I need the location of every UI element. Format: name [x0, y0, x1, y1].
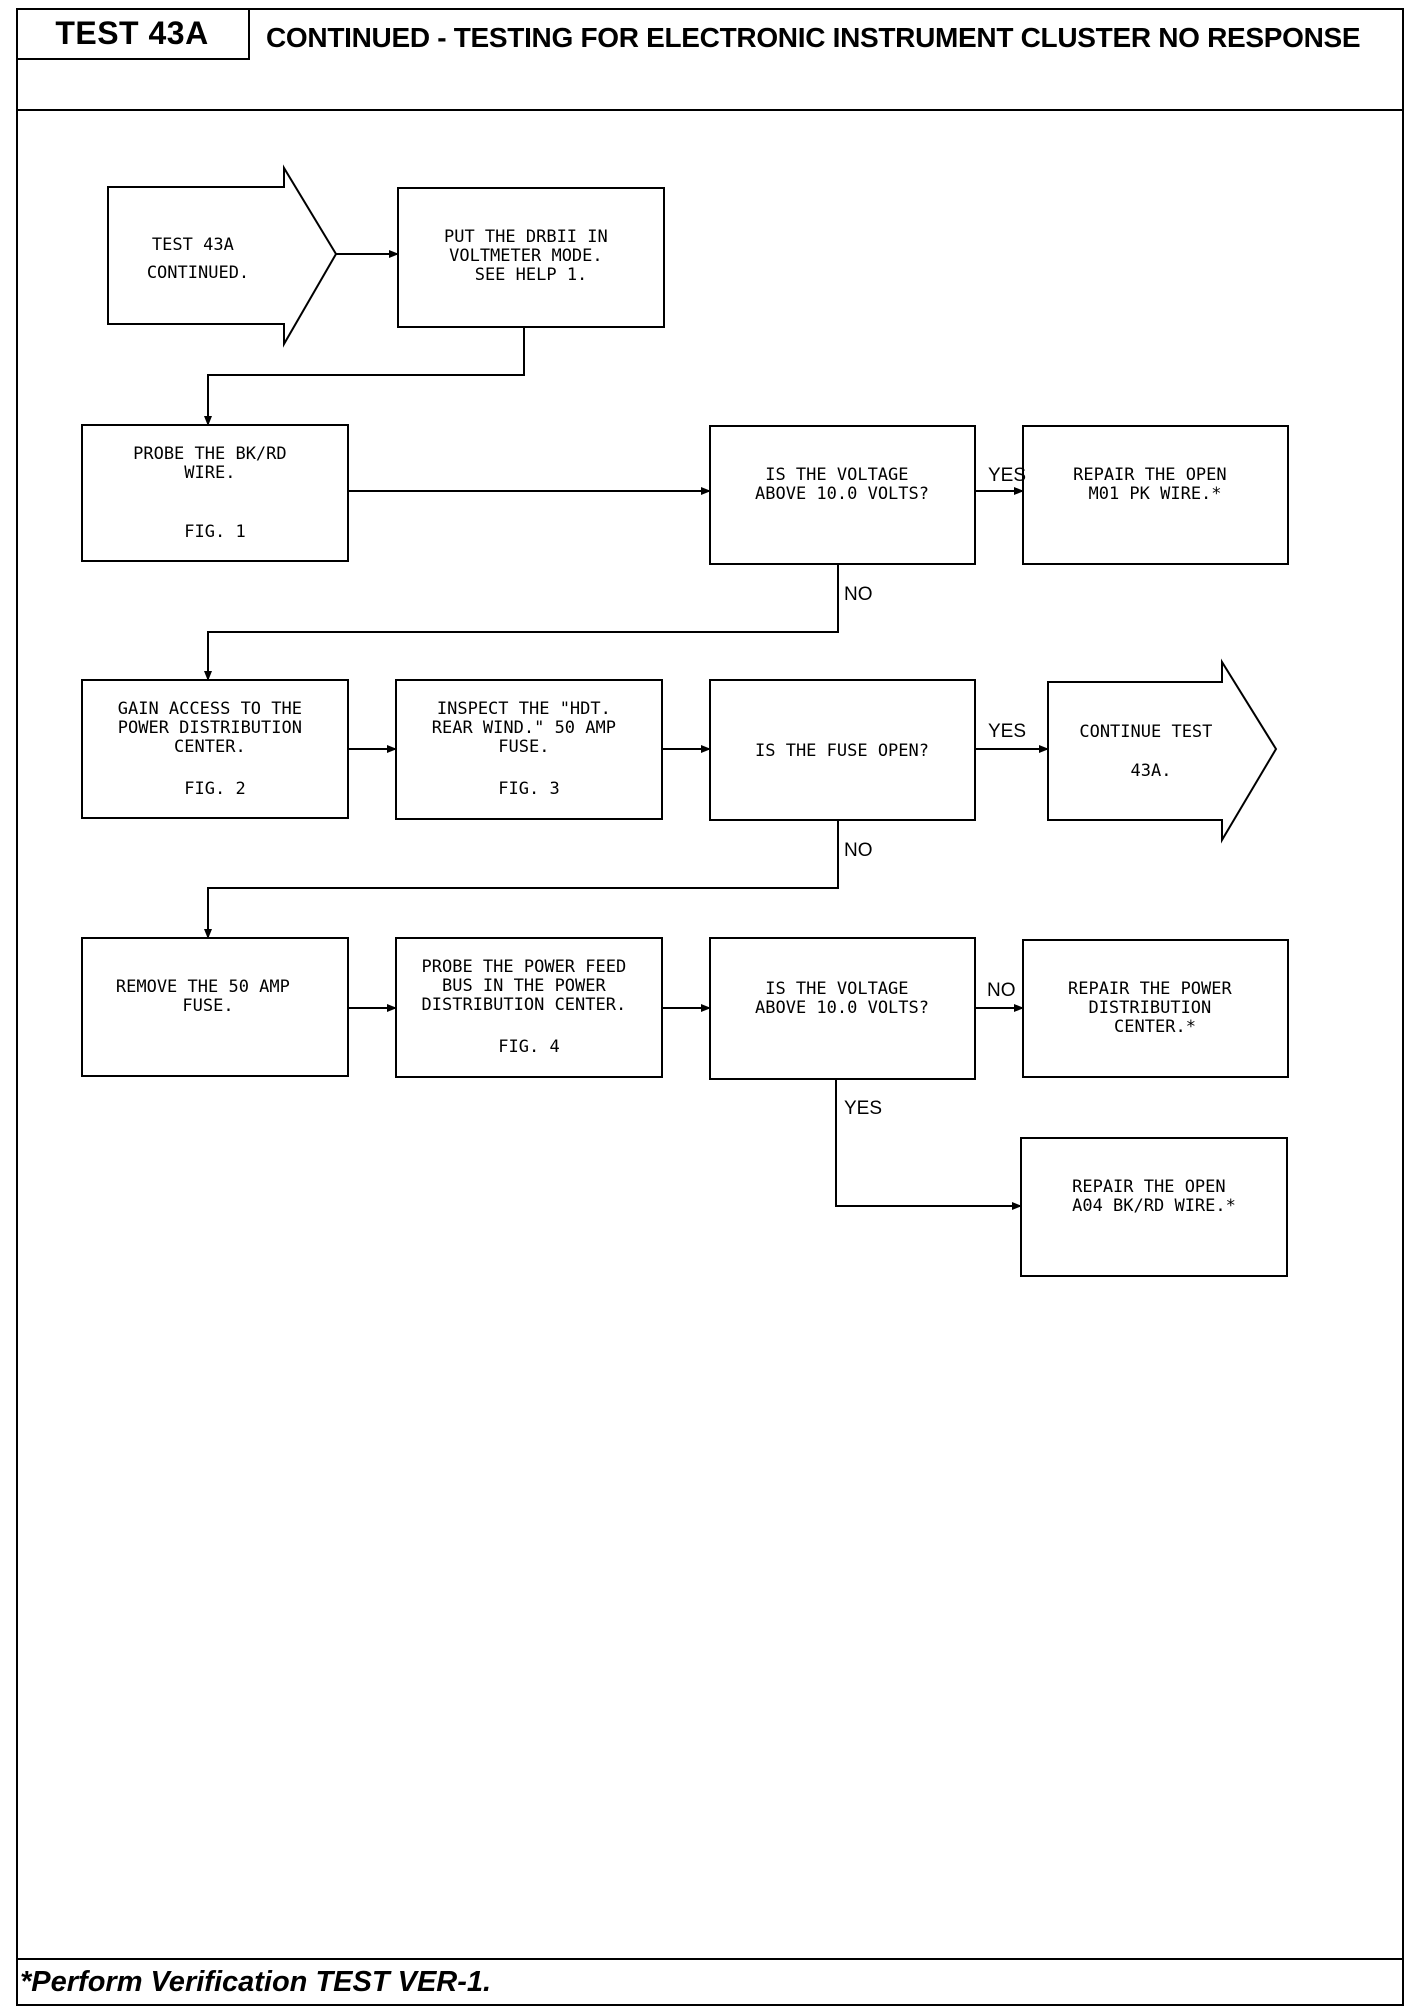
repair-pdc-node-text: REPAIR THE POWER DISTRIBUTION CENTER.*: [1068, 979, 1242, 1037]
gain-access-node-text: GAIN ACCESS TO THE POWER DISTRIBUTION CE…: [118, 699, 312, 799]
page-title: CONTINUED - TESTING FOR ELECTRONIC INSTR…: [266, 22, 1361, 53]
drbii-node-text: PUT THE DRBII IN VOLTMETER MODE. SEE HEL…: [444, 227, 618, 285]
header-divider: [16, 109, 1404, 111]
start-node-shape: [107, 164, 338, 348]
test-id-label: TEST 43A: [16, 8, 250, 60]
edge-voltage1-no: [204, 564, 839, 681]
fuse-open-node-shape: [709, 679, 976, 821]
voltage1-node-text: IS THE VOLTAGE ABOVE 10.0 VOLTS?: [755, 465, 929, 504]
probe-feed-node-text: PROBE THE POWER FEED BUS IN THE POWER DI…: [422, 957, 637, 1057]
page-frame: [16, 8, 1404, 2006]
flow-edge-labels: YES NO YES NO NO YES: [844, 465, 1026, 1119]
flow-connectors: [204, 250, 1049, 1210]
footer-divider: [16, 1958, 1404, 1960]
continue-node-text: CONTINUE TEST 43A.: [1079, 722, 1222, 781]
remove-fuse-node-text: REMOVE THE 50 AMP FUSE.: [116, 977, 300, 1016]
drbii-node-shape: [397, 187, 665, 328]
start-node-text: TEST 43A CONTINUED.: [147, 235, 249, 283]
repair-m01-node-shape: [1022, 425, 1289, 565]
remove-fuse-node-shape: [81, 937, 349, 1077]
edge-label-voltage1-yes: YES: [988, 465, 1026, 486]
probe-node-text: PROBE THE BK/RD WIRE. FIG. 1: [133, 444, 297, 542]
inspect-fuse-node-text: INSPECT THE "HDT. REAR WIND." 50 AMP FUS…: [432, 699, 626, 799]
edge-label-fuse-no: NO: [844, 840, 873, 861]
repair-m01-node-text: REPAIR THE OPEN M01 PK WIRE.*: [1073, 465, 1237, 504]
edge-label-fuse-yes: YES: [988, 721, 1026, 742]
footer-note: *Perform Verification TEST VER-1.: [20, 1966, 492, 1998]
edge-label-voltage2-no: NO: [987, 980, 1016, 1001]
flow-shapes: [81, 164, 1289, 1277]
repair-pdc-node-shape: [1022, 939, 1289, 1078]
edge-label-voltage2-yes: YES: [844, 1098, 882, 1119]
probe-feed-node-shape: [395, 937, 663, 1078]
repair-a04-node-text: REPAIR THE OPEN A04 BK/RD WIRE.*: [1072, 1177, 1236, 1216]
repair-a04-node-shape: [1020, 1137, 1288, 1277]
gain-access-node-shape: [81, 679, 349, 819]
edge-fuse-no: [204, 820, 839, 939]
fuse-open-node-text: IS THE FUSE OPEN?: [755, 741, 929, 761]
voltage1-node-shape: [709, 425, 976, 565]
edge-voltage2-yes: [835, 1079, 1022, 1210]
probe-node-shape: [81, 424, 349, 562]
flow-text: TEST 43A CONTINUED. PUT THE DRBII IN VOL…: [116, 227, 1242, 1216]
voltage2-node-text: IS THE VOLTAGE ABOVE 10.0 VOLTS?: [755, 979, 929, 1018]
edge-drbii-to-probe: [204, 327, 525, 426]
edge-label-voltage1-no: NO: [844, 584, 873, 605]
inspect-fuse-node-shape: [395, 679, 663, 820]
voltage2-node-shape: [709, 937, 976, 1080]
continue-node-shape: [1047, 658, 1278, 844]
